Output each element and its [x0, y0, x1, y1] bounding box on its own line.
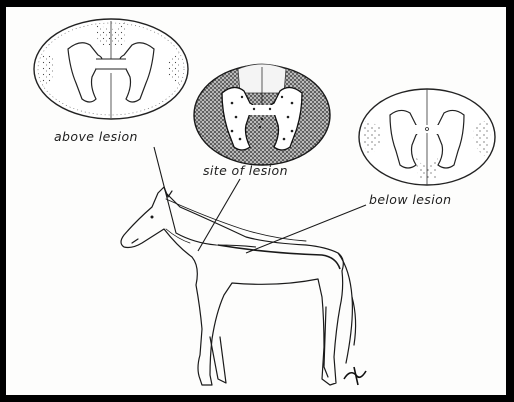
cord-section-site-of-lesion [194, 64, 330, 165]
cord-section-below-lesion [359, 89, 495, 185]
label-above-lesion: above lesion [54, 129, 138, 144]
cord-section-above-lesion [34, 19, 188, 119]
diagram-frame: above lesion site of lesion below lesion [6, 7, 506, 395]
spinal-cord-lesion-diagram: above lesion site of lesion below lesion [6, 7, 506, 395]
artist-signature [344, 367, 366, 385]
horse-illustration [121, 187, 356, 385]
label-site-of-lesion: site of lesion [203, 163, 288, 178]
label-below-lesion: below lesion [369, 192, 451, 207]
